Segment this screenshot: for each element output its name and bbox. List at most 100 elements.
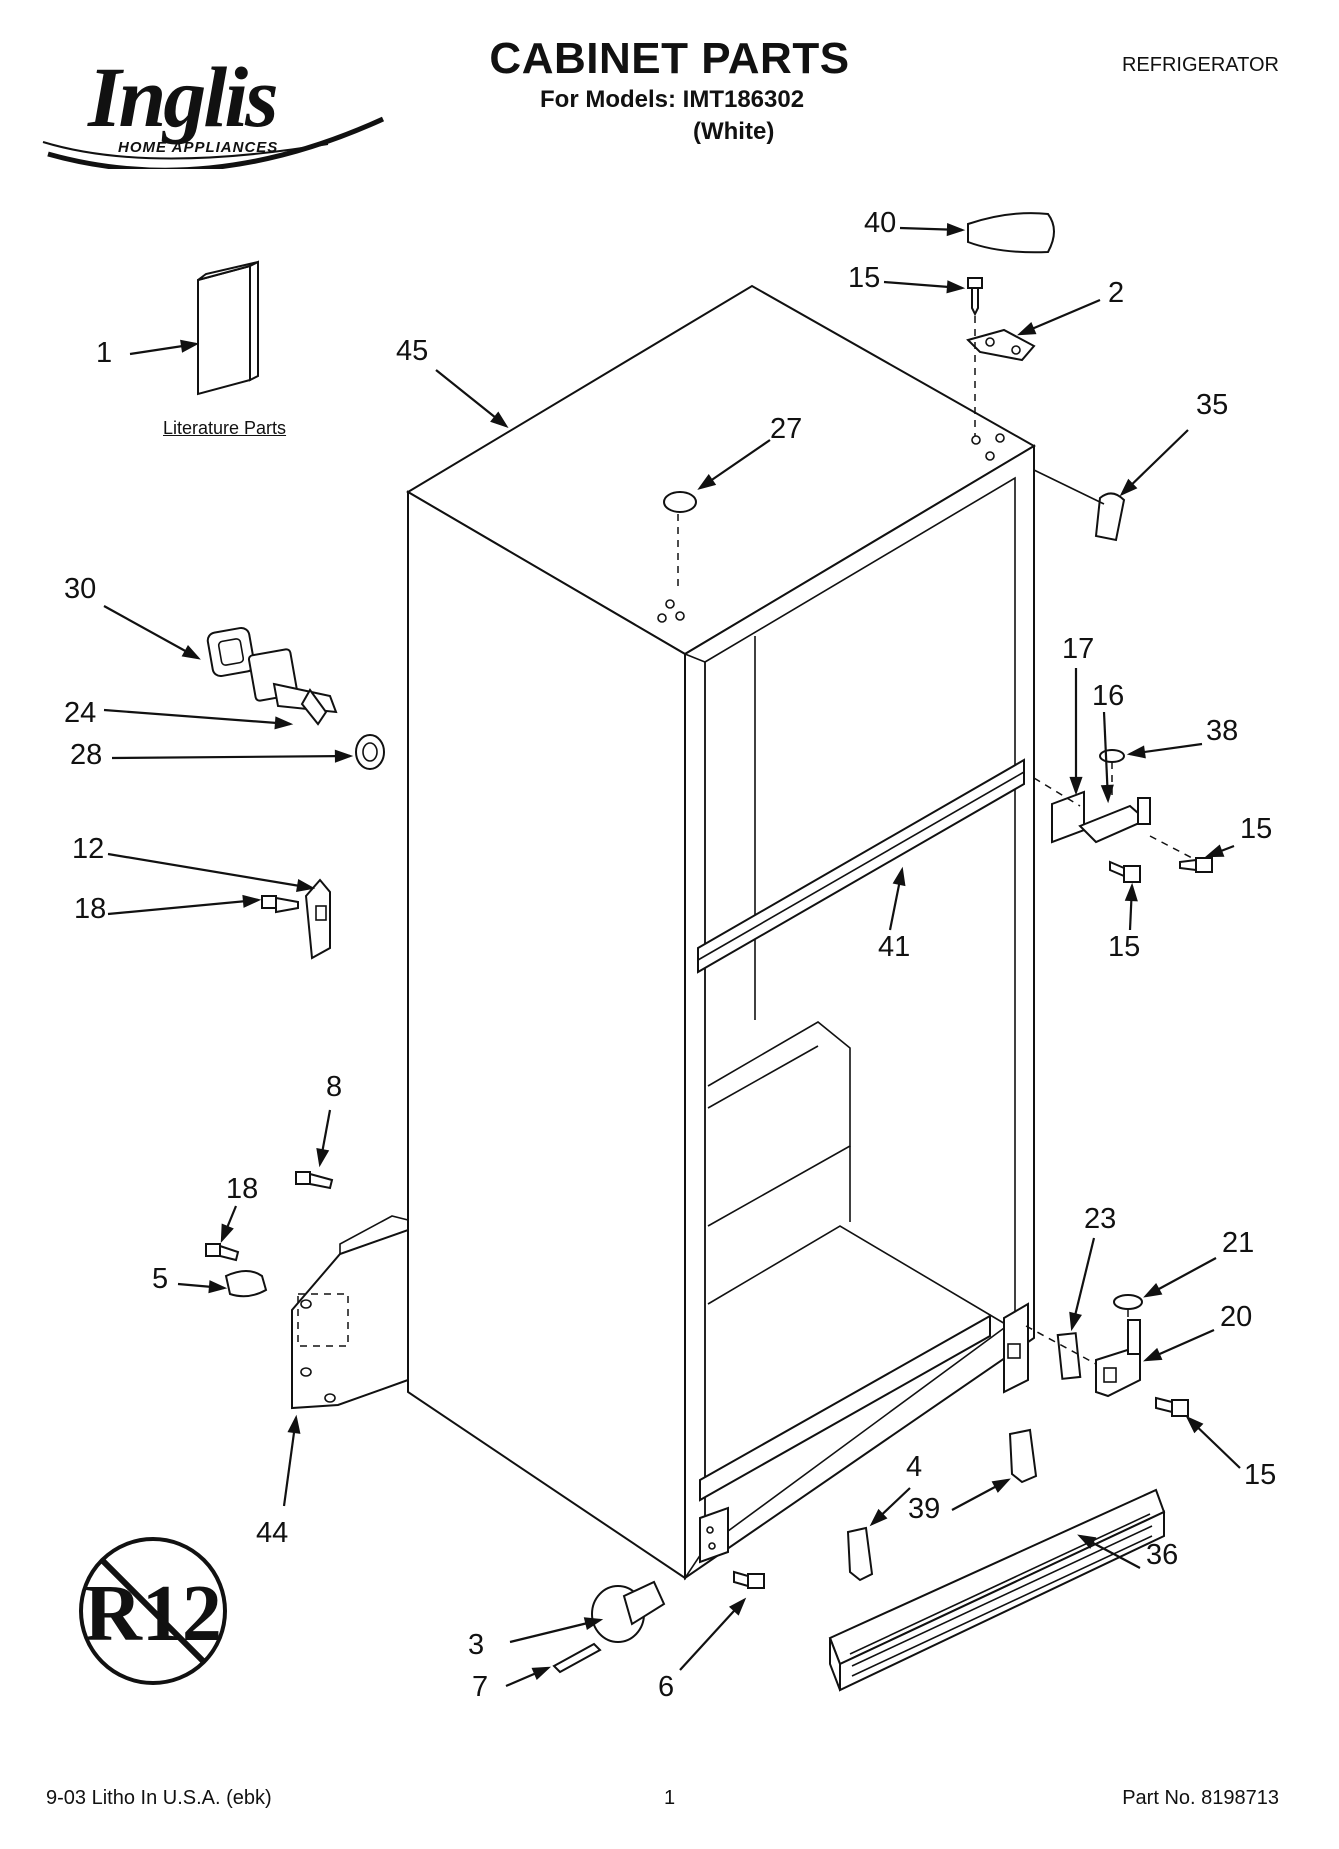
leader-arrowhead-30 — [181, 644, 201, 660]
callout-44: 44 — [256, 1517, 288, 1549]
leader-arrowhead-28 — [334, 749, 354, 763]
callout-39: 39 — [908, 1493, 940, 1525]
pin-part-7 — [552, 1642, 602, 1674]
callout-23: 23 — [1084, 1203, 1116, 1235]
footer-page-number: 1 — [664, 1787, 676, 1809]
leader-arrowhead-3 — [583, 1617, 604, 1630]
callout-5: 5 — [152, 1263, 168, 1295]
brand-logo: Inglis HOME APPLIANCES — [28, 34, 388, 173]
screw-part-15-lower — [1155, 1396, 1189, 1417]
callout-24: 24 — [64, 697, 96, 729]
leader-arrowhead-24 — [274, 716, 294, 730]
callout-3: 3 — [468, 1629, 484, 1661]
callout-8: 8 — [326, 1071, 342, 1103]
leader-arrowhead-15 — [1185, 1415, 1204, 1434]
leader-line-12 — [107, 852, 313, 890]
for-models-label: For Models: IMT186302 — [540, 86, 805, 113]
leader-arrowhead-5 — [208, 1280, 228, 1294]
literature-booklet-part-1 — [197, 260, 259, 396]
callout-21: 21 — [1222, 1227, 1254, 1259]
screw-part-18-upper — [261, 895, 299, 914]
clip-part-39 — [1008, 1428, 1038, 1484]
callout-2: 2 — [1108, 277, 1124, 309]
leader-arrowhead-12 — [296, 879, 316, 892]
callout-45: 45 — [396, 335, 428, 367]
leader-arrowhead-7 — [531, 1666, 552, 1680]
callout-18: 18 — [74, 893, 106, 925]
shaft-part-24 — [247, 648, 338, 726]
roller-part-3 — [591, 1580, 666, 1643]
callout-17: 17 — [1062, 633, 1094, 665]
callout-16: 16 — [1092, 680, 1124, 712]
callout-36: 36 — [1146, 1539, 1178, 1571]
leader-arrowhead-40 — [946, 222, 966, 237]
leader-line-23 — [1070, 1237, 1096, 1329]
leader-arrowhead-39 — [991, 1478, 1011, 1493]
no-r12-stamp: R12 — [79, 1537, 227, 1685]
leader-line-24 — [103, 708, 291, 726]
callout-28: 28 — [70, 739, 102, 771]
shim-part-23 — [1056, 1332, 1082, 1380]
callout-38: 38 — [1206, 715, 1238, 747]
screw-part-15-middle-right — [1179, 857, 1213, 873]
washer-part-38 — [1099, 749, 1125, 763]
clamp-part-5 — [224, 1270, 268, 1298]
leader-line-6 — [679, 1599, 745, 1671]
leader-arrowhead-4 — [869, 1508, 888, 1527]
callout-7: 7 — [472, 1671, 488, 1703]
plug-part-27 — [663, 491, 697, 513]
color-label: (White) — [693, 118, 775, 145]
screw-part-6 — [733, 1570, 765, 1589]
leader-arrowhead-35 — [1119, 478, 1138, 497]
leader-arrowhead-45 — [490, 411, 509, 429]
leader-arrowhead-15 — [1124, 882, 1138, 902]
lower-hinge-part-20 — [1095, 1319, 1141, 1398]
category-label: REFRIGERATOR — [1121, 54, 1279, 76]
screw-part-15-middle-lower — [1109, 860, 1141, 883]
callout-30: 30 — [64, 573, 96, 605]
cabinet-body — [406, 284, 1036, 1581]
leader-arrowhead-20 — [1143, 1347, 1163, 1362]
callout-15: 15 — [848, 262, 880, 294]
top-hinge-part-2 — [966, 328, 1036, 362]
top-cap-part-40 — [967, 212, 1055, 254]
callout-12: 12 — [72, 833, 104, 865]
leader-arrowhead-23 — [1069, 1311, 1082, 1332]
leader-arrowhead-21 — [1143, 1283, 1163, 1298]
leader-arrowhead-27 — [697, 474, 717, 490]
leader-arrowhead-1 — [180, 339, 200, 353]
leader-line-35 — [1121, 429, 1189, 495]
callout-4: 4 — [906, 1451, 922, 1483]
callout-1: 1 — [96, 337, 112, 369]
hinge-cover-part-35 — [1094, 492, 1126, 542]
leader-line-30 — [103, 605, 199, 659]
callout-15: 15 — [1244, 1459, 1276, 1491]
leader-arrowhead-38 — [1126, 745, 1146, 759]
leader-arrowhead-2 — [1016, 322, 1037, 336]
screw-part-15-top — [967, 277, 983, 317]
footer-part-number: Part No. 8198713 — [1122, 1787, 1279, 1809]
leader-arrowhead-15 — [946, 280, 966, 294]
screw-part-8 — [295, 1171, 334, 1190]
grommet-part-30 — [206, 626, 256, 678]
leader-arrowhead-41 — [892, 866, 906, 887]
leader-line-18 — [107, 898, 259, 916]
leader-arrowhead-6 — [728, 1597, 747, 1616]
leader-arrowhead-18 — [242, 894, 262, 908]
page-title: CABINET PARTS — [489, 34, 850, 83]
callout-35: 35 — [1196, 389, 1228, 421]
leader-arrowhead-36 — [1077, 1534, 1097, 1549]
footer-litho: 9-03 Litho In U.S.A. (ebk) — [46, 1787, 272, 1809]
brand-name: Inglis — [87, 49, 276, 145]
callout-15: 15 — [1108, 931, 1140, 963]
clip-part-12 — [304, 878, 331, 960]
callout-18: 18 — [226, 1173, 258, 1205]
toe-grille-part-36 — [828, 1488, 1166, 1692]
leader-line-28 — [111, 754, 351, 760]
callout-20: 20 — [1220, 1301, 1252, 1333]
leader-arrowhead-17 — [1069, 776, 1083, 796]
clip-part-4 — [846, 1526, 874, 1582]
screw-part-18-lower — [205, 1243, 240, 1262]
brand-subtitle: HOME APPLIANCES — [118, 139, 278, 156]
